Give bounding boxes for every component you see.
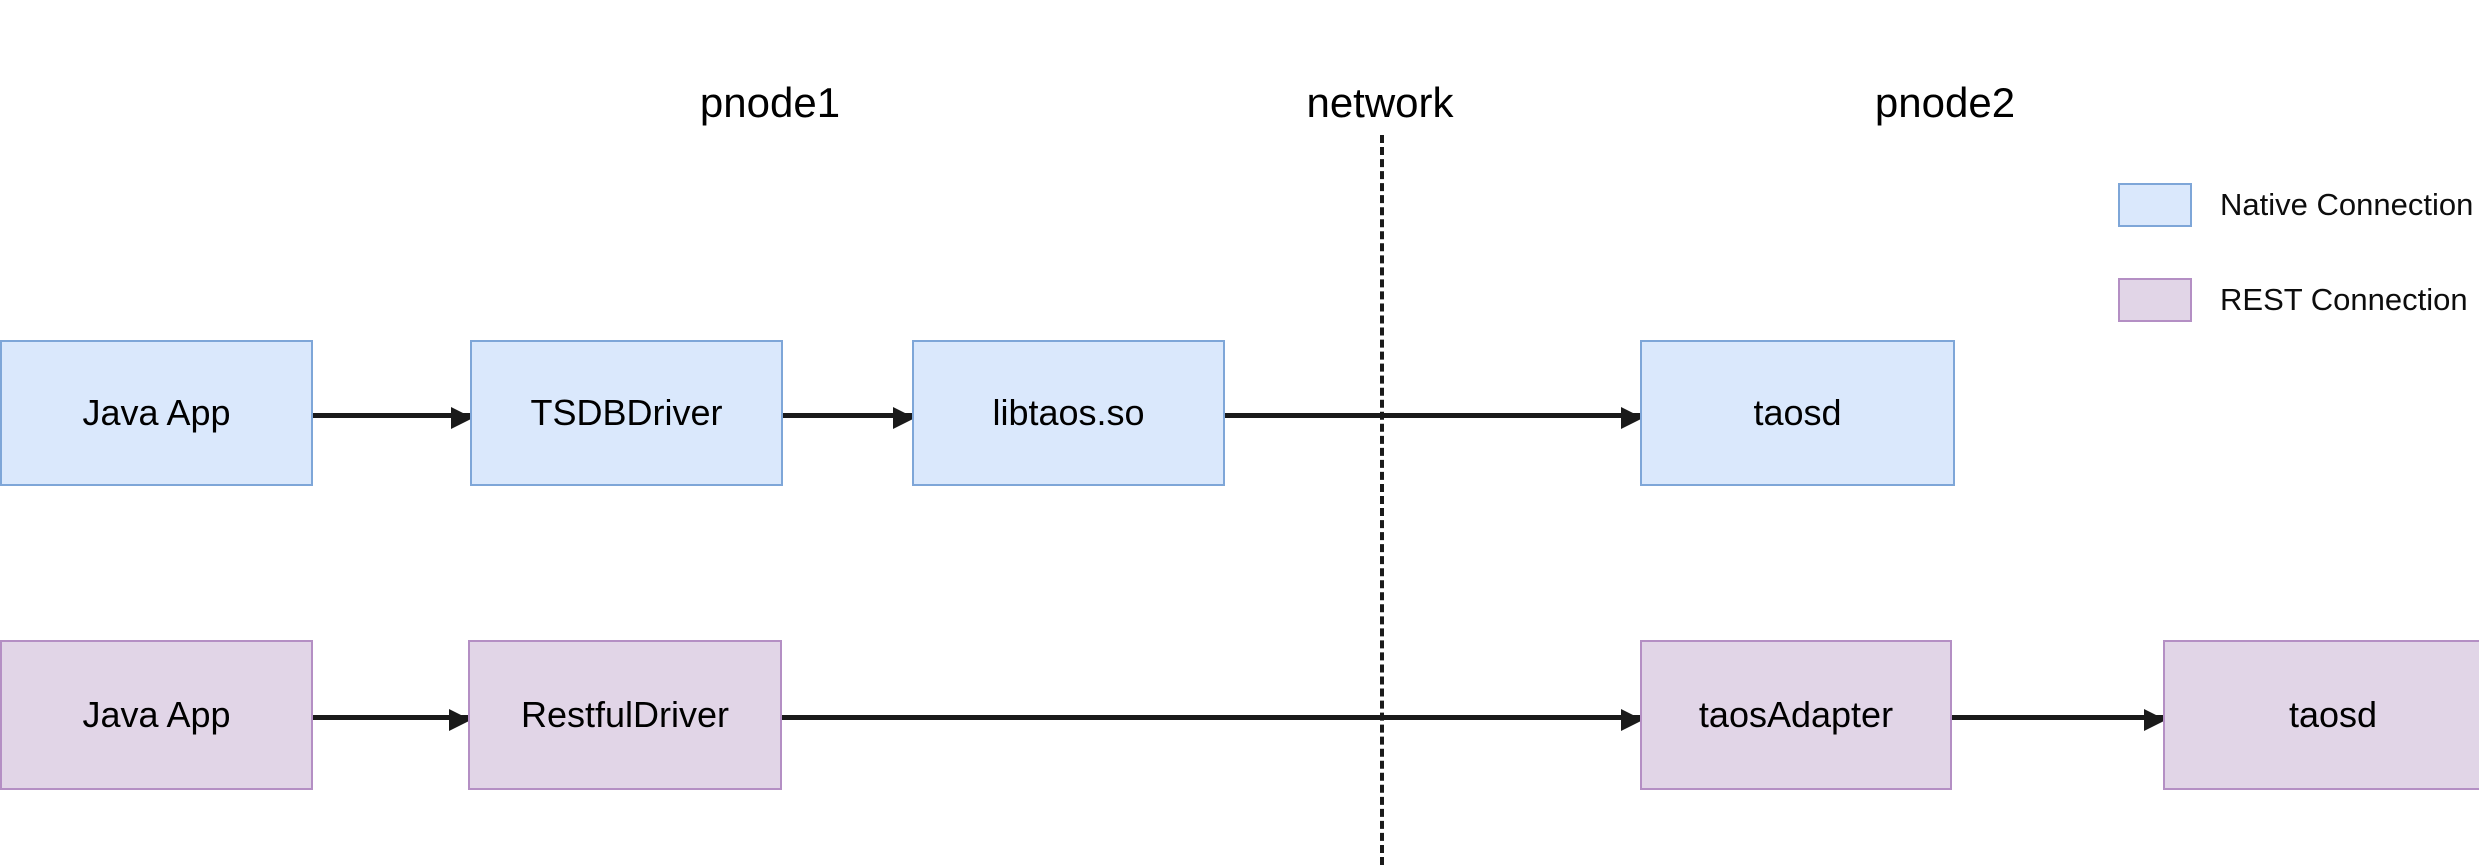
node-label: Java App: [82, 392, 231, 434]
node-label: Java App: [82, 694, 231, 736]
zone-label-pnode2: pnode2: [1874, 79, 2016, 126]
arrow-head-icon: [451, 407, 473, 429]
node-label: TSDBDriver: [530, 392, 723, 434]
node-box-native-java-app[interactable]: Java App: [0, 340, 313, 486]
legend-swatch-native-icon: [2118, 183, 2192, 227]
node-box-native-tsdbdriver[interactable]: TSDBDriver: [470, 340, 783, 486]
arrow-head-icon: [1621, 709, 1643, 731]
legend-item-native: Native Connection: [2118, 183, 2473, 227]
network-boundary-line: [1380, 135, 1384, 865]
legend-label-native: Native Connection: [2220, 187, 2474, 222]
connector-arrow: [1225, 407, 1643, 429]
node-box-rest-taosadapter[interactable]: taosAdapter: [1640, 640, 1952, 790]
node-box-native-taosd[interactable]: taosd: [1640, 340, 1955, 486]
node-label: RestfulDriver: [520, 694, 730, 736]
node-box-rest-restfuldriver[interactable]: RestfulDriver: [468, 640, 782, 790]
node-label: taosd: [1753, 392, 1842, 434]
connector-arrow: [782, 709, 1643, 731]
arrow-head-icon: [1621, 407, 1643, 429]
arrow-head-icon: [893, 407, 915, 429]
node-box-native-libtaos[interactable]: libtaos.so: [912, 340, 1225, 486]
node-label: taosAdapter: [1698, 694, 1894, 736]
zone-label-pnode1: pnode1: [699, 79, 841, 126]
node-box-rest-taosd[interactable]: taosd: [2163, 640, 2479, 790]
legend-item-rest: REST Connection: [2118, 278, 2468, 322]
connector-arrow: [1952, 709, 2166, 731]
node-label: taosd: [2288, 694, 2378, 736]
connector-arrow: [313, 407, 473, 429]
connector-arrow: [313, 709, 471, 731]
node-label: libtaos.so: [992, 392, 1145, 434]
arrow-head-icon: [449, 709, 471, 731]
connector-arrow: [783, 407, 915, 429]
legend-swatch-rest-icon: [2118, 278, 2192, 322]
node-box-rest-java-app[interactable]: Java App: [0, 640, 313, 790]
zone-label-network: network: [1306, 79, 1454, 126]
legend-label-rest: REST Connection: [2220, 282, 2468, 317]
arrow-head-icon: [2144, 709, 2166, 731]
